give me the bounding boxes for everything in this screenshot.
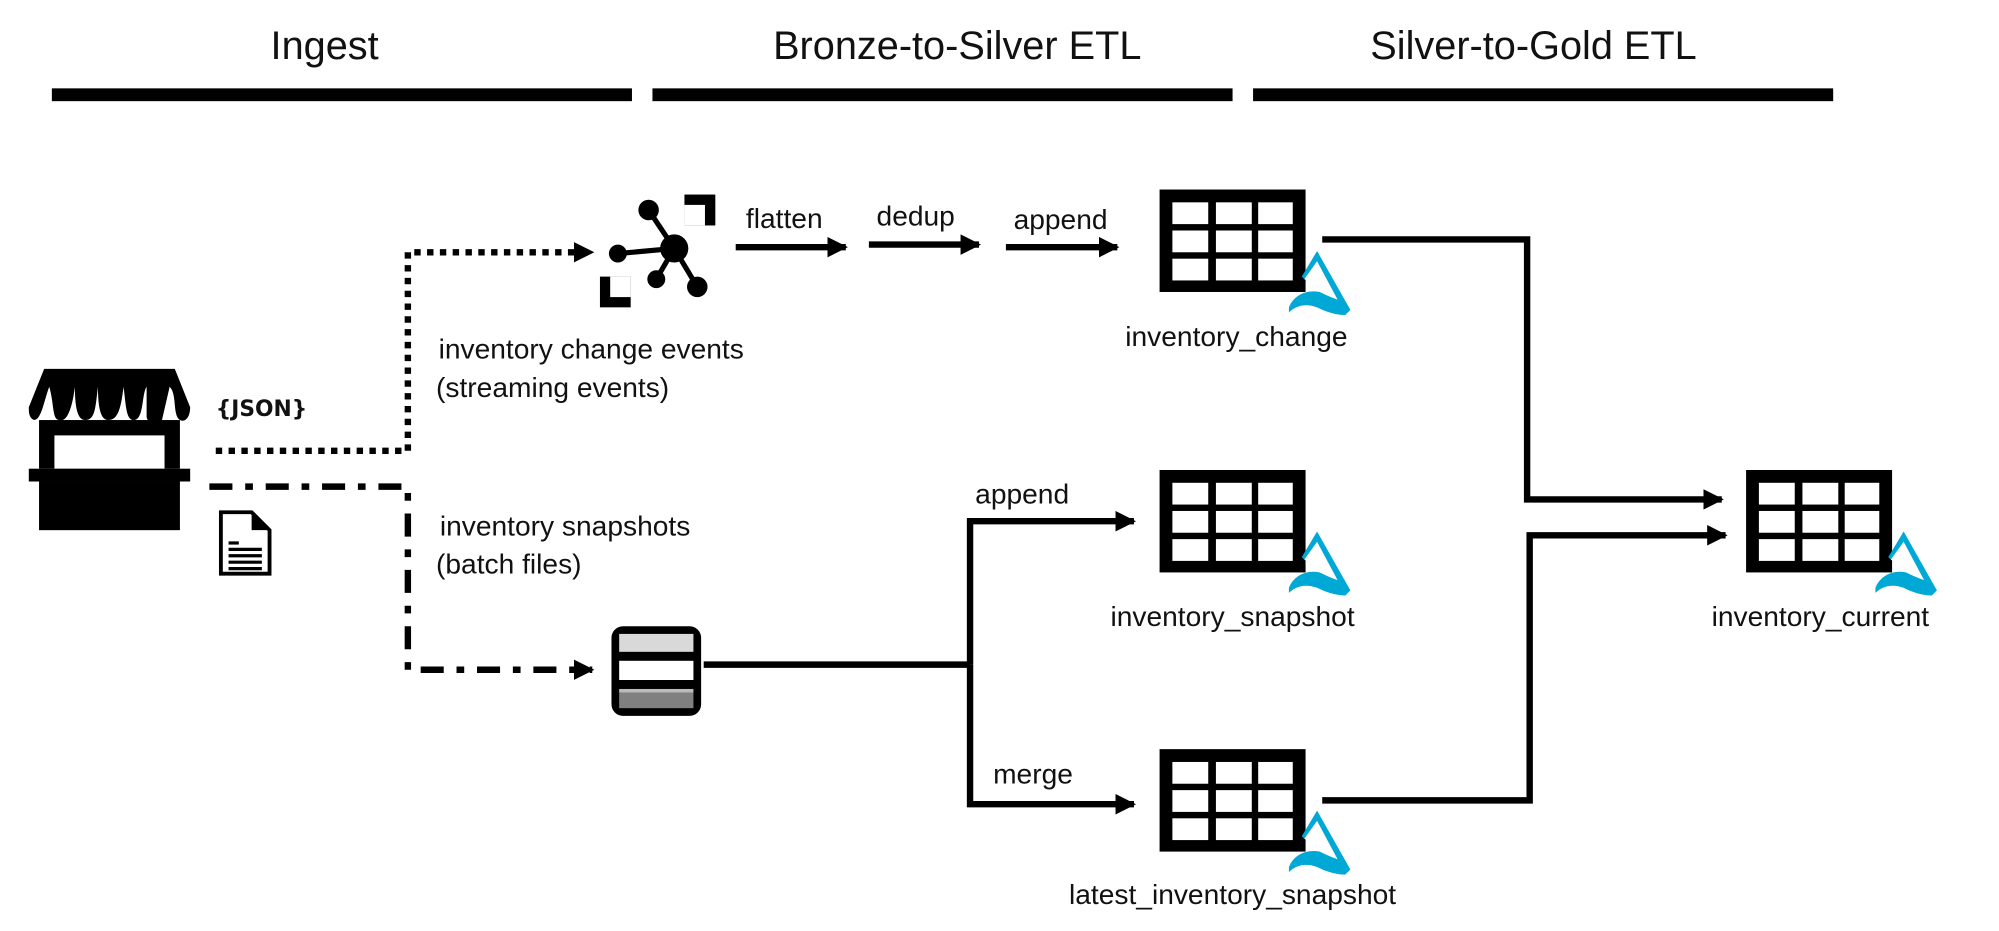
append-change-label: append	[1014, 203, 1108, 235]
batch-ingest-path	[209, 483, 595, 681]
table-label: inventory_current	[1712, 600, 1930, 632]
stage-header-silver-to-gold: Silver-to-Gold ETL	[1253, 24, 1834, 102]
table-label: latest_inventory_snapshot	[1069, 878, 1396, 910]
change-events-sublabel: (streaming events)	[436, 371, 669, 403]
stage-label: Ingest	[271, 24, 379, 68]
file-storage-icon	[611, 626, 702, 716]
table-label: inventory_snapshot	[1110, 600, 1354, 632]
snapshots-label: inventory snapshots	[440, 509, 690, 541]
stage-bar	[652, 88, 1233, 102]
snapshots-sublabel: (batch files)	[436, 548, 582, 580]
json-badge: {JSON}	[216, 397, 307, 422]
table-inventory-change[interactable]: inventory_change	[1125, 189, 1351, 352]
table-icon	[1159, 749, 1306, 852]
stage-bar	[1253, 88, 1834, 102]
streaming-ingest-path	[215, 242, 595, 454]
append-snapshot-path	[966, 510, 1137, 665]
stream-events-icon	[599, 194, 716, 308]
append-snapshot-label: append	[975, 477, 1069, 509]
latest-snapshot-to-current-path	[1322, 525, 1728, 804]
change-events-label: inventory change events	[439, 333, 744, 365]
dedup-label: dedup	[877, 199, 955, 231]
document-icon	[218, 510, 272, 576]
stage-header-ingest: Ingest	[51, 24, 632, 102]
table-icon	[1746, 469, 1893, 573]
stage-bar	[51, 88, 632, 102]
stage-label: Bronze-to-Silver ETL	[773, 24, 1141, 68]
table-label: inventory_change	[1125, 320, 1347, 352]
store-icon	[28, 368, 191, 531]
table-icon	[1159, 469, 1306, 573]
table-icon	[1159, 189, 1306, 292]
merge-snapshot-path	[966, 664, 1137, 815]
table-latest-inventory-snapshot[interactable]: latest_inventory_snapshot	[1069, 749, 1396, 910]
merge-label: merge	[993, 758, 1073, 790]
stage-header-bronze-to-silver: Bronze-to-Silver ETL	[652, 24, 1233, 102]
change-to-current-path	[1322, 236, 1724, 510]
table-inventory-snapshot[interactable]: inventory_snapshot	[1110, 469, 1355, 632]
flatten-label: flatten	[746, 202, 823, 234]
stage-label: Silver-to-Gold ETL	[1370, 24, 1696, 68]
table-inventory-current[interactable]: inventory_current	[1712, 469, 1937, 632]
